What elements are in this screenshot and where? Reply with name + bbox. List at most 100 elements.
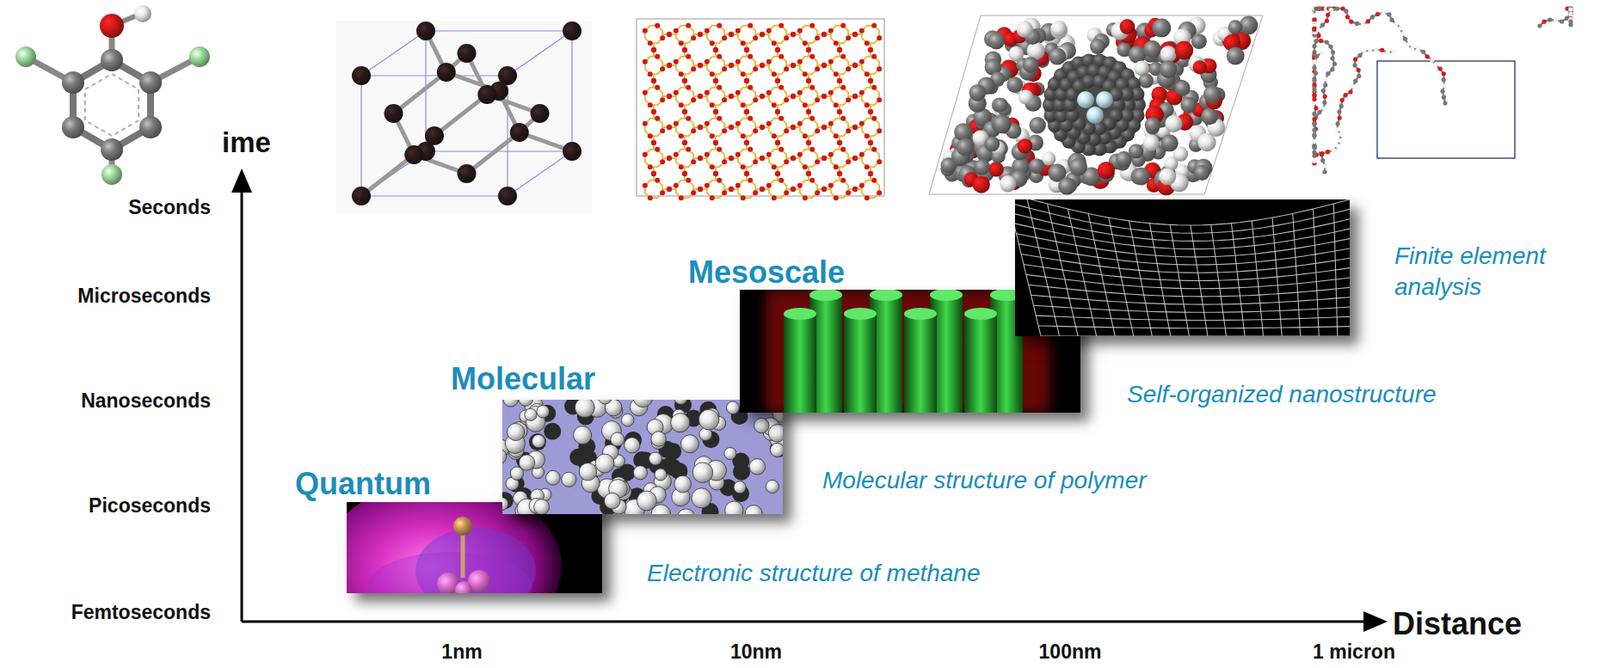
polymer-atom: [1313, 38, 1318, 44]
polymer-atom: [1332, 61, 1337, 67]
mesh-line: [1021, 254, 1350, 274]
atom: [455, 581, 473, 594]
oxygen-atom: [690, 128, 696, 134]
column-top: [904, 307, 937, 320]
oxygen-atom: [752, 159, 758, 165]
oxygen-atom: [728, 124, 734, 130]
polymer-atom: [1324, 39, 1330, 44]
oxygen-atom: [797, 59, 803, 65]
polymer-atom: [1568, 12, 1573, 17]
oxygen-atom: [833, 195, 839, 201]
framework-ring: [645, 87, 663, 105]
polymer-atom: [561, 472, 577, 487]
cell-box: [929, 15, 1263, 195]
polymer-atom: [1320, 158, 1325, 163]
carbon-atom: [61, 71, 85, 94]
polymer-atom: [1316, 27, 1321, 32]
polymer-atom: [1386, 12, 1391, 17]
oxygen-atom: [666, 124, 672, 130]
oxygen-atom: [859, 28, 865, 34]
oxygen-atom: [659, 97, 665, 103]
oxygen-atom: [709, 133, 715, 139]
oxygen-atom: [790, 31, 796, 37]
polymer-atom: [1568, 12, 1573, 17]
oxygen-atom: [771, 102, 777, 108]
oxygen-atom: [659, 190, 665, 196]
oxygen-atom: [740, 164, 746, 170]
nanotube-simulation: [929, 15, 1263, 196]
oxygen-atom: [728, 62, 734, 68]
oxygen-atom: [654, 147, 660, 153]
axis-label: Distance: [1392, 605, 1522, 643]
fluorine-atom: [101, 164, 123, 185]
oxygen-atom: [747, 54, 753, 60]
oxygen-atom: [790, 62, 796, 68]
framework-ring: [861, 118, 880, 136]
solvent-atom: [1006, 76, 1023, 93]
oxygen-atom: [759, 62, 765, 68]
polymer-atom: [1373, 47, 1379, 52]
oxygen-atom: [678, 102, 684, 108]
polymer-atom: [502, 497, 509, 511]
polymer-atom: [1311, 59, 1317, 64]
oxygen-atom: [852, 155, 858, 161]
oxygen-atom: [852, 93, 858, 99]
oxygen-atom: [806, 140, 812, 146]
oxygen-atom: [678, 133, 684, 139]
oxygen-atom: [721, 66, 727, 72]
polymer-atom: [1438, 66, 1443, 71]
polymer-atom: [1568, 6, 1573, 12]
illustration-panel: [346, 502, 603, 594]
polymer-atom: [1311, 133, 1317, 138]
oxygen-atom: [766, 183, 772, 189]
oxygen-atom: [685, 54, 691, 60]
polymer-atom: [597, 400, 612, 405]
framework-ring: [800, 87, 818, 105]
polymer-atom: [1390, 18, 1395, 23]
solvent-atom: [1058, 177, 1076, 195]
polymer-atom: [1350, 84, 1355, 89]
oxygen-atom: [845, 35, 851, 41]
oxygen-atom: [647, 164, 653, 170]
framework-ring: [830, 149, 849, 167]
oxygen-atom: [833, 102, 839, 108]
polymer-atom: [1360, 22, 1366, 27]
polymer-atom: [1311, 111, 1317, 117]
polymer-atom: [1441, 77, 1447, 82]
polymer-atom: [1311, 143, 1317, 148]
oxygen-atom: [678, 164, 684, 170]
polymer-atom: [769, 443, 783, 457]
polymer-atom: [1356, 67, 1361, 73]
framework-ring: [861, 25, 880, 44]
covalent-bond: [467, 132, 520, 174]
carbon-atom: [384, 104, 404, 124]
oxygen-atom: [859, 90, 865, 96]
polymer-atom: [1356, 73, 1361, 79]
solvent-atom: [1017, 138, 1033, 154]
polymer-atom: [1319, 151, 1324, 156]
polymer-atom: [765, 480, 779, 493]
top-illustrations: [15, 5, 1574, 215]
solvent-atom: [1022, 56, 1040, 74]
polymer-chains: [1311, 6, 1573, 174]
polymer-atom: [1367, 49, 1373, 54]
polymer-atom: [573, 426, 592, 445]
mesh-line: [1035, 315, 1350, 320]
framework-ring: [769, 180, 787, 198]
oxygen-atom: [728, 31, 734, 37]
polymer-atom: [744, 504, 763, 515]
mesh-line: [1015, 203, 1350, 234]
polymer-atom: [1409, 46, 1415, 51]
oxygen-atom: [802, 195, 808, 201]
oxygen-atom: [713, 171, 719, 177]
mesh-line: [1028, 284, 1350, 297]
solvent-atom: [1089, 38, 1106, 55]
oxygen-atom: [685, 178, 691, 184]
oxygen-atom: [735, 59, 741, 65]
carbon-atom: [404, 145, 424, 165]
polymer-atom: [1311, 12, 1317, 18]
guest-atom: [1095, 91, 1114, 109]
oxygen-atom: [659, 128, 665, 134]
phenol-molecule: [15, 5, 210, 185]
